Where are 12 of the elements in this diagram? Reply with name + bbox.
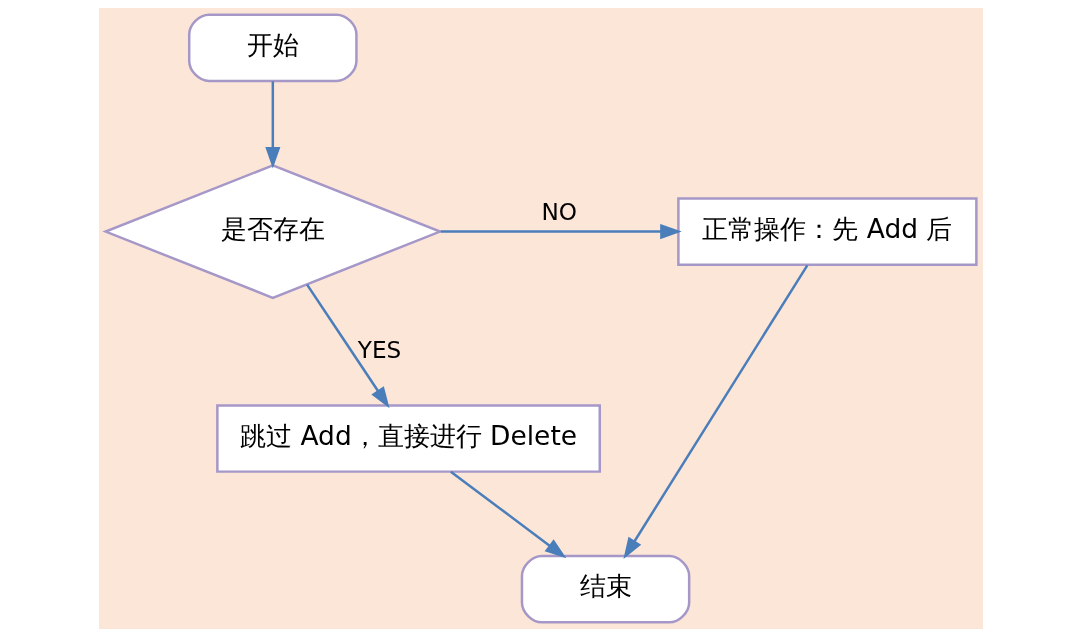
node-box: 跳过 Add，直接进行 Delete bbox=[216, 404, 601, 473]
edge-label: YES bbox=[357, 335, 402, 363]
arrow bbox=[440, 224, 682, 240]
arrow bbox=[306, 283, 390, 409]
node-box: 开始 bbox=[188, 13, 358, 83]
node-diamond: 是否存在 bbox=[102, 164, 444, 300]
arrow bbox=[265, 81, 281, 169]
arrow bbox=[623, 264, 809, 559]
node-box: 正常操作：先 Add 后 bbox=[677, 197, 978, 266]
arrow bbox=[450, 470, 567, 559]
node-box: 结束 bbox=[520, 554, 691, 624]
edge-label: NO bbox=[541, 198, 577, 226]
